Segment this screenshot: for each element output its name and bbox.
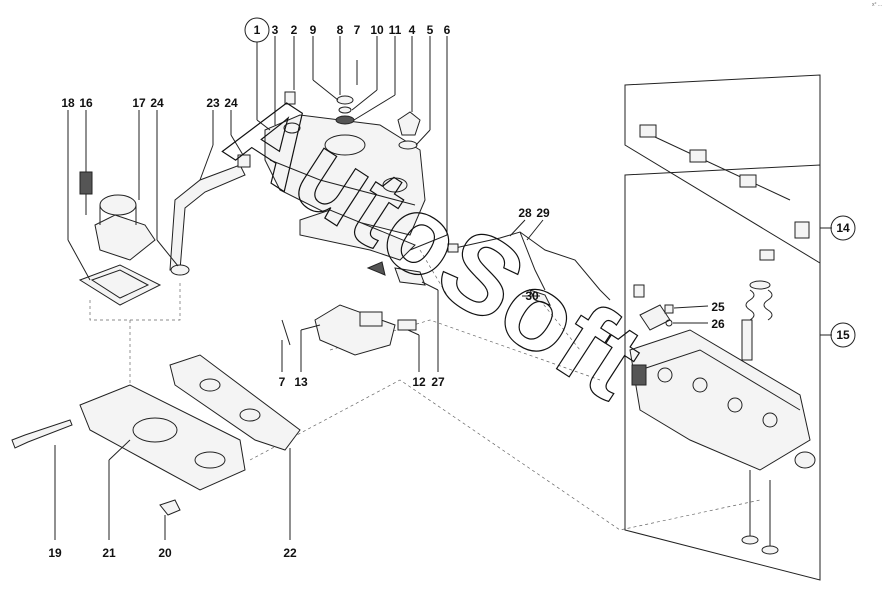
callout-label: 24 [150,96,164,110]
assembly-box-15 [624,164,821,581]
hose-clamp-lower [170,264,190,276]
callout-label: 16 [79,96,93,110]
gasket-18 [78,264,162,306]
bolt-19 [11,419,73,449]
washer-9 [336,95,354,105]
callout-label: 9 [310,23,317,37]
cylinder-head [629,329,816,471]
callout-label: 26 [711,317,725,331]
callout-label: 14 [836,221,850,235]
hose-clamp [237,154,251,168]
callout-label: 24 [224,96,238,110]
callout-circle-15 [830,322,856,348]
callout-label: 11 [389,23,402,37]
callout-label: 7 [354,23,361,37]
fitting-2 [284,91,296,105]
thermostat-housing-17 [94,214,156,261]
callout-label: 25 [711,300,725,314]
callout-label: 20 [158,546,172,560]
callout-label: 23 [206,96,220,110]
breather-hose [169,164,246,271]
callout-label: 2 [291,23,298,37]
callout-label: 29 [536,206,550,220]
injector-30 [529,289,551,306]
callout-label: 6 [444,23,451,37]
callout-label: 18 [61,96,75,110]
part-12 [397,319,417,331]
bolt-16 [79,171,93,195]
callout-label: 3 [272,23,279,37]
leader-lines [54,36,709,540]
callout-label: 22 [283,546,297,560]
part-26 [665,319,673,327]
wire-harness-28 [454,231,611,301]
callout-circle-14 [830,215,856,241]
bolt-20 [159,499,181,516]
callout-label: 27 [431,375,445,389]
callout-label: 5 [427,23,434,37]
callout-label: 1 [254,23,261,37]
watermark: AutoSoft [207,67,663,423]
callout-label: 7 [279,375,286,389]
callout-label: 15 [836,328,850,342]
callout-label: 21 [102,546,116,560]
sensor-27 [394,267,426,286]
callout-label: 30 [525,289,539,303]
callout-circle-1 [244,17,270,43]
callout-label: 28 [518,206,532,220]
callout-label: 4 [409,23,416,37]
callout-label: 8 [337,23,344,37]
callout-label: 17 [132,96,146,110]
callout-label: 19 [48,546,62,560]
bolt-head [633,284,645,298]
callout-label: 13 [294,375,308,389]
callout-label: 12 [412,375,426,389]
valves [741,249,779,555]
oil-filler-cap [397,111,421,136]
rocker-shaft-assembly [639,124,810,239]
cover-gasket [299,209,416,261]
bracket-13 [314,304,396,356]
callout-label: 10 [370,23,384,37]
gasket-22 [169,354,301,451]
corner-mark: x° ... [871,2,882,8]
valve-cover [264,114,426,236]
part-25 [664,304,674,314]
